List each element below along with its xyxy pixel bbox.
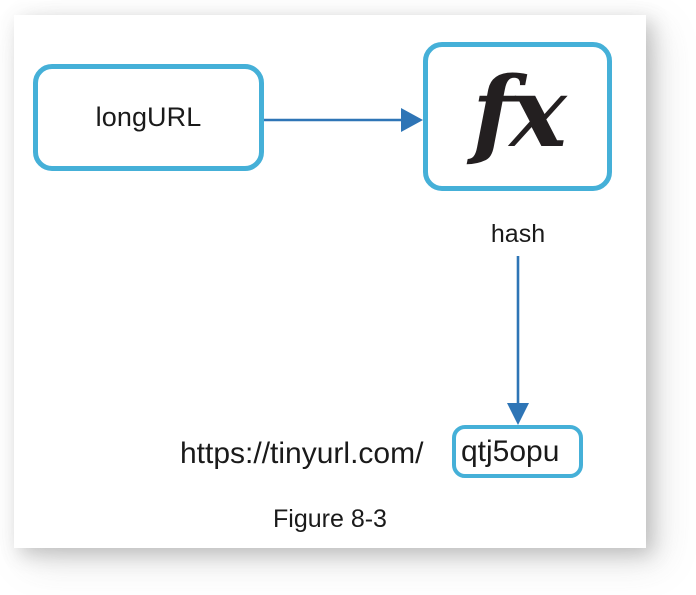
edge-label-hash: hash (490, 220, 546, 248)
node-short-code: qtj5opu (452, 425, 583, 478)
function-fx-icon: fx (472, 55, 567, 169)
short-url-prefix-text: https://tinyurl.com/ (180, 437, 424, 470)
node-short-code-label: qtj5opu (461, 434, 560, 468)
figure-caption: Figure 8-3 (273, 505, 387, 533)
node-hash-function: fx (423, 42, 612, 191)
node-long-url: longURL (33, 64, 264, 171)
node-long-url-label: longURL (95, 102, 202, 132)
